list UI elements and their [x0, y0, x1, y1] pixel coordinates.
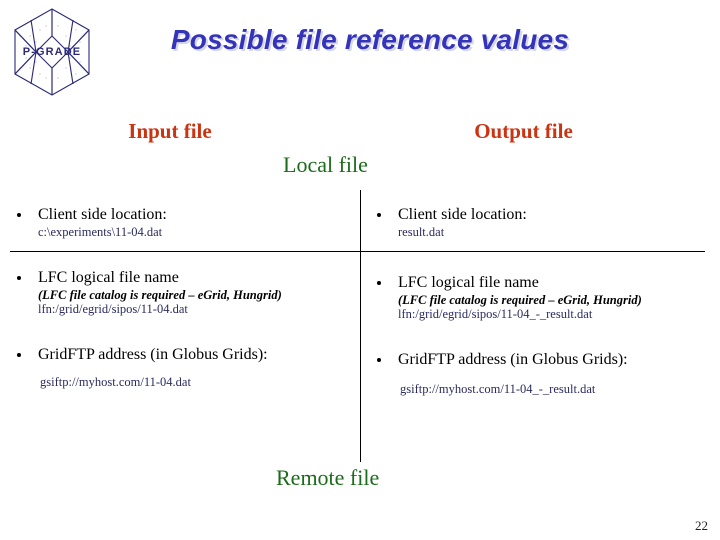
horizontal-divider: [10, 251, 705, 252]
bullet-row: Client side location:: [8, 205, 167, 225]
bullet-title: Client side location:: [398, 206, 527, 223]
bullet-dot-icon: [377, 213, 381, 217]
bullet-title: LFC logical file name: [398, 274, 539, 291]
bullet-path: result.dat: [398, 225, 445, 239]
list-item: Client side location: result.dat: [368, 205, 527, 240]
input-file-header: Input file: [128, 119, 212, 143]
bullet-path: gsiftp://myhost.com/11-04.dat: [40, 375, 191, 389]
bullet-row: GridFTP address (in Globus Grids):: [368, 350, 628, 370]
bullet-row: GridFTP address (in Globus Grids):: [8, 345, 268, 365]
bullet-row: LFC logical file name: [8, 268, 282, 288]
bullet-dot-icon: [17, 353, 21, 357]
output-file-header: Output file: [474, 119, 573, 143]
list-item: LFC logical file name (LFC file catalog …: [368, 273, 642, 322]
logo-wordmark: P-GRADE: [23, 46, 81, 58]
list-item: GridFTP address (in Globus Grids): gsift…: [368, 350, 628, 397]
pgrade-logo: P-GRADE: [14, 8, 90, 96]
list-item: GridFTP address (in Globus Grids): gsift…: [8, 345, 268, 390]
local-file-zone-label: Local file: [283, 152, 368, 177]
bullet-title: LFC logical file name: [38, 269, 179, 286]
bullet-row: Client side location:: [368, 205, 527, 225]
bullet-path: lfn:/grid/egrid/sipos/11-04.dat: [38, 302, 188, 316]
bullet-path: lfn:/grid/egrid/sipos/11-04_-_result.dat: [398, 307, 593, 321]
list-item: Client side location: c:\experiments\11-…: [8, 205, 167, 240]
bullet-note: (LFC file catalog is required – eGrid, H…: [398, 293, 642, 307]
bullet-note: (LFC file catalog is required – eGrid, H…: [38, 288, 282, 302]
page-number: 22: [695, 518, 708, 533]
bullet-title: GridFTP address (in Globus Grids):: [398, 351, 628, 368]
bullet-dot-icon: [17, 213, 21, 217]
remote-file-zone-label: Remote file: [276, 465, 380, 490]
bullet-path: c:\experiments\11-04.dat: [38, 225, 163, 239]
bullet-title: GridFTP address (in Globus Grids):: [38, 346, 268, 363]
bullet-dot-icon: [377, 358, 381, 362]
bullet-title: Client side location:: [38, 206, 167, 223]
bullet-dot-icon: [17, 276, 21, 280]
vertical-divider: [360, 190, 361, 462]
bullet-dot-icon: [377, 281, 381, 285]
page-title: Possible file reference values: [170, 24, 570, 55]
bullet-row: LFC logical file name: [368, 273, 642, 293]
list-item: LFC logical file name (LFC file catalog …: [8, 268, 282, 317]
bullet-path: gsiftp://myhost.com/11-04_-_result.dat: [400, 382, 596, 396]
